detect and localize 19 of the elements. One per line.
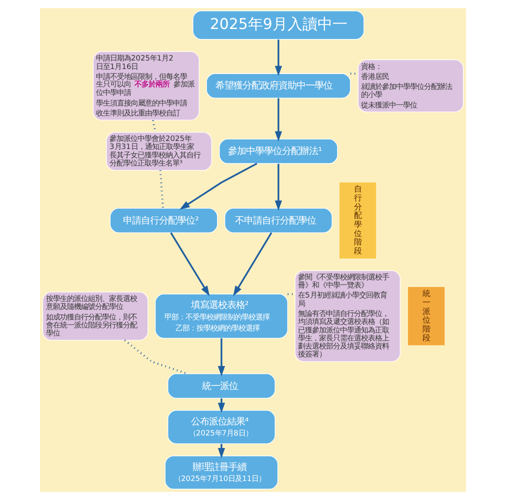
node-box: 參加中學學位分配辦法¹ bbox=[218, 138, 338, 164]
node-box: 希望獲分配政府資助中一學位 bbox=[206, 73, 350, 98]
node-box: 統一派位 bbox=[167, 373, 275, 399]
node-box: 2025年9月入讀中一 bbox=[192, 10, 364, 40]
node-box: 申請自行分配學位² bbox=[109, 208, 218, 234]
arrow bbox=[179, 162, 257, 210]
arrow bbox=[274, 164, 282, 211]
label: 統一派位階段 bbox=[422, 288, 430, 342]
arrow bbox=[170, 232, 210, 296]
arrow bbox=[217, 338, 225, 376]
node-box: 不申請自行分配學位 bbox=[224, 208, 332, 234]
label: 自行分配學位階段 bbox=[353, 184, 362, 256]
arrow bbox=[217, 444, 225, 458]
arrow bbox=[217, 398, 225, 413]
connector bbox=[124, 339, 188, 375]
arrow bbox=[232, 232, 272, 296]
arrow bbox=[274, 40, 282, 76]
arrow bbox=[274, 98, 282, 142]
connector bbox=[158, 170, 164, 208]
